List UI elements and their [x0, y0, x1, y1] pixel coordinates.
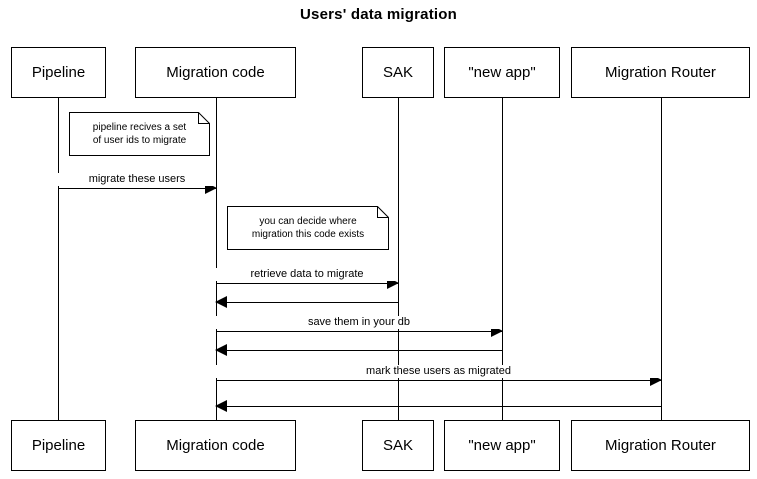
- lifeline-migration-router: [661, 98, 662, 420]
- lifeline-sak: [398, 98, 399, 420]
- message-save-them-in-your-db: save them in your db: [216, 316, 503, 337]
- participant-footer-box-label: Migration Router: [605, 437, 716, 454]
- lifeline-pipeline: [58, 98, 59, 420]
- message-label: save them in your db: [216, 316, 502, 329]
- note-text-line: pipeline recives a set: [92, 121, 187, 133]
- lifeline-migration-code: [216, 98, 217, 420]
- participant-box-label: "new app": [468, 64, 536, 81]
- message-line: [216, 350, 502, 351]
- participant-box-label: Pipeline: [31, 64, 86, 81]
- participant-footer-box-pipeline[interactable]: Pipeline: [11, 420, 106, 471]
- message-label: migrate these users: [58, 173, 216, 186]
- lifeline-new-app: [502, 98, 503, 420]
- message-retrieve-data-return: [215, 296, 398, 308]
- arrowhead-left-icon: [215, 296, 227, 308]
- message-line: [216, 283, 398, 284]
- message-line: [58, 188, 216, 189]
- participant-footer-box-migration-code[interactable]: Migration code: [135, 420, 296, 471]
- note-shape-icon: [227, 206, 389, 250]
- participant-box-migration-code[interactable]: Migration code: [135, 47, 296, 98]
- message-line: [216, 331, 502, 332]
- message-mark-these-users-as-migrated: mark these users as migrated: [216, 365, 662, 386]
- participant-box-label: SAK: [382, 64, 413, 81]
- message-mark-these-users-return: [215, 400, 661, 412]
- participant-footer-box-sak[interactable]: SAK: [362, 420, 434, 471]
- message-save-them-return: [215, 344, 502, 356]
- participant-footer-box-label: Migration code: [166, 437, 265, 454]
- participant-box-new-app[interactable]: "new app": [444, 47, 560, 98]
- message-label: mark these users as migrated: [216, 365, 661, 378]
- note-text-line: of user ids to migrate: [92, 134, 187, 146]
- participant-box-label: Migration code: [166, 64, 265, 81]
- message-label: retrieve data to migrate: [216, 268, 398, 281]
- message-migrate-these-users: migrate these users: [58, 173, 217, 194]
- participant-box-migration-router[interactable]: Migration Router: [571, 47, 750, 98]
- message-line: [216, 406, 661, 407]
- participant-footer-box-label: Pipeline: [31, 437, 86, 454]
- message-line: [216, 380, 661, 381]
- note-shape-icon: [69, 112, 210, 156]
- note-text-line: you can decide where: [259, 215, 357, 227]
- participant-footer-box-new-app[interactable]: "new app": [444, 420, 560, 471]
- message-line: [216, 302, 398, 303]
- participant-box-sak[interactable]: SAK: [362, 47, 434, 98]
- participant-footer-box-label: "new app": [468, 437, 536, 454]
- participant-box-pipeline[interactable]: Pipeline: [11, 47, 106, 98]
- arrowhead-left-icon: [215, 344, 227, 356]
- participant-footer-box-label: SAK: [382, 437, 413, 454]
- participant-footer-box-migration-router[interactable]: Migration Router: [571, 420, 750, 471]
- note-text-line: migration this code exists: [251, 228, 365, 240]
- message-retrieve-data-to-migrate: retrieve data to migrate: [216, 268, 399, 289]
- arrowhead-left-icon: [215, 400, 227, 412]
- participant-box-label: Migration Router: [605, 64, 716, 81]
- page-title: Users' data migration: [300, 6, 457, 23]
